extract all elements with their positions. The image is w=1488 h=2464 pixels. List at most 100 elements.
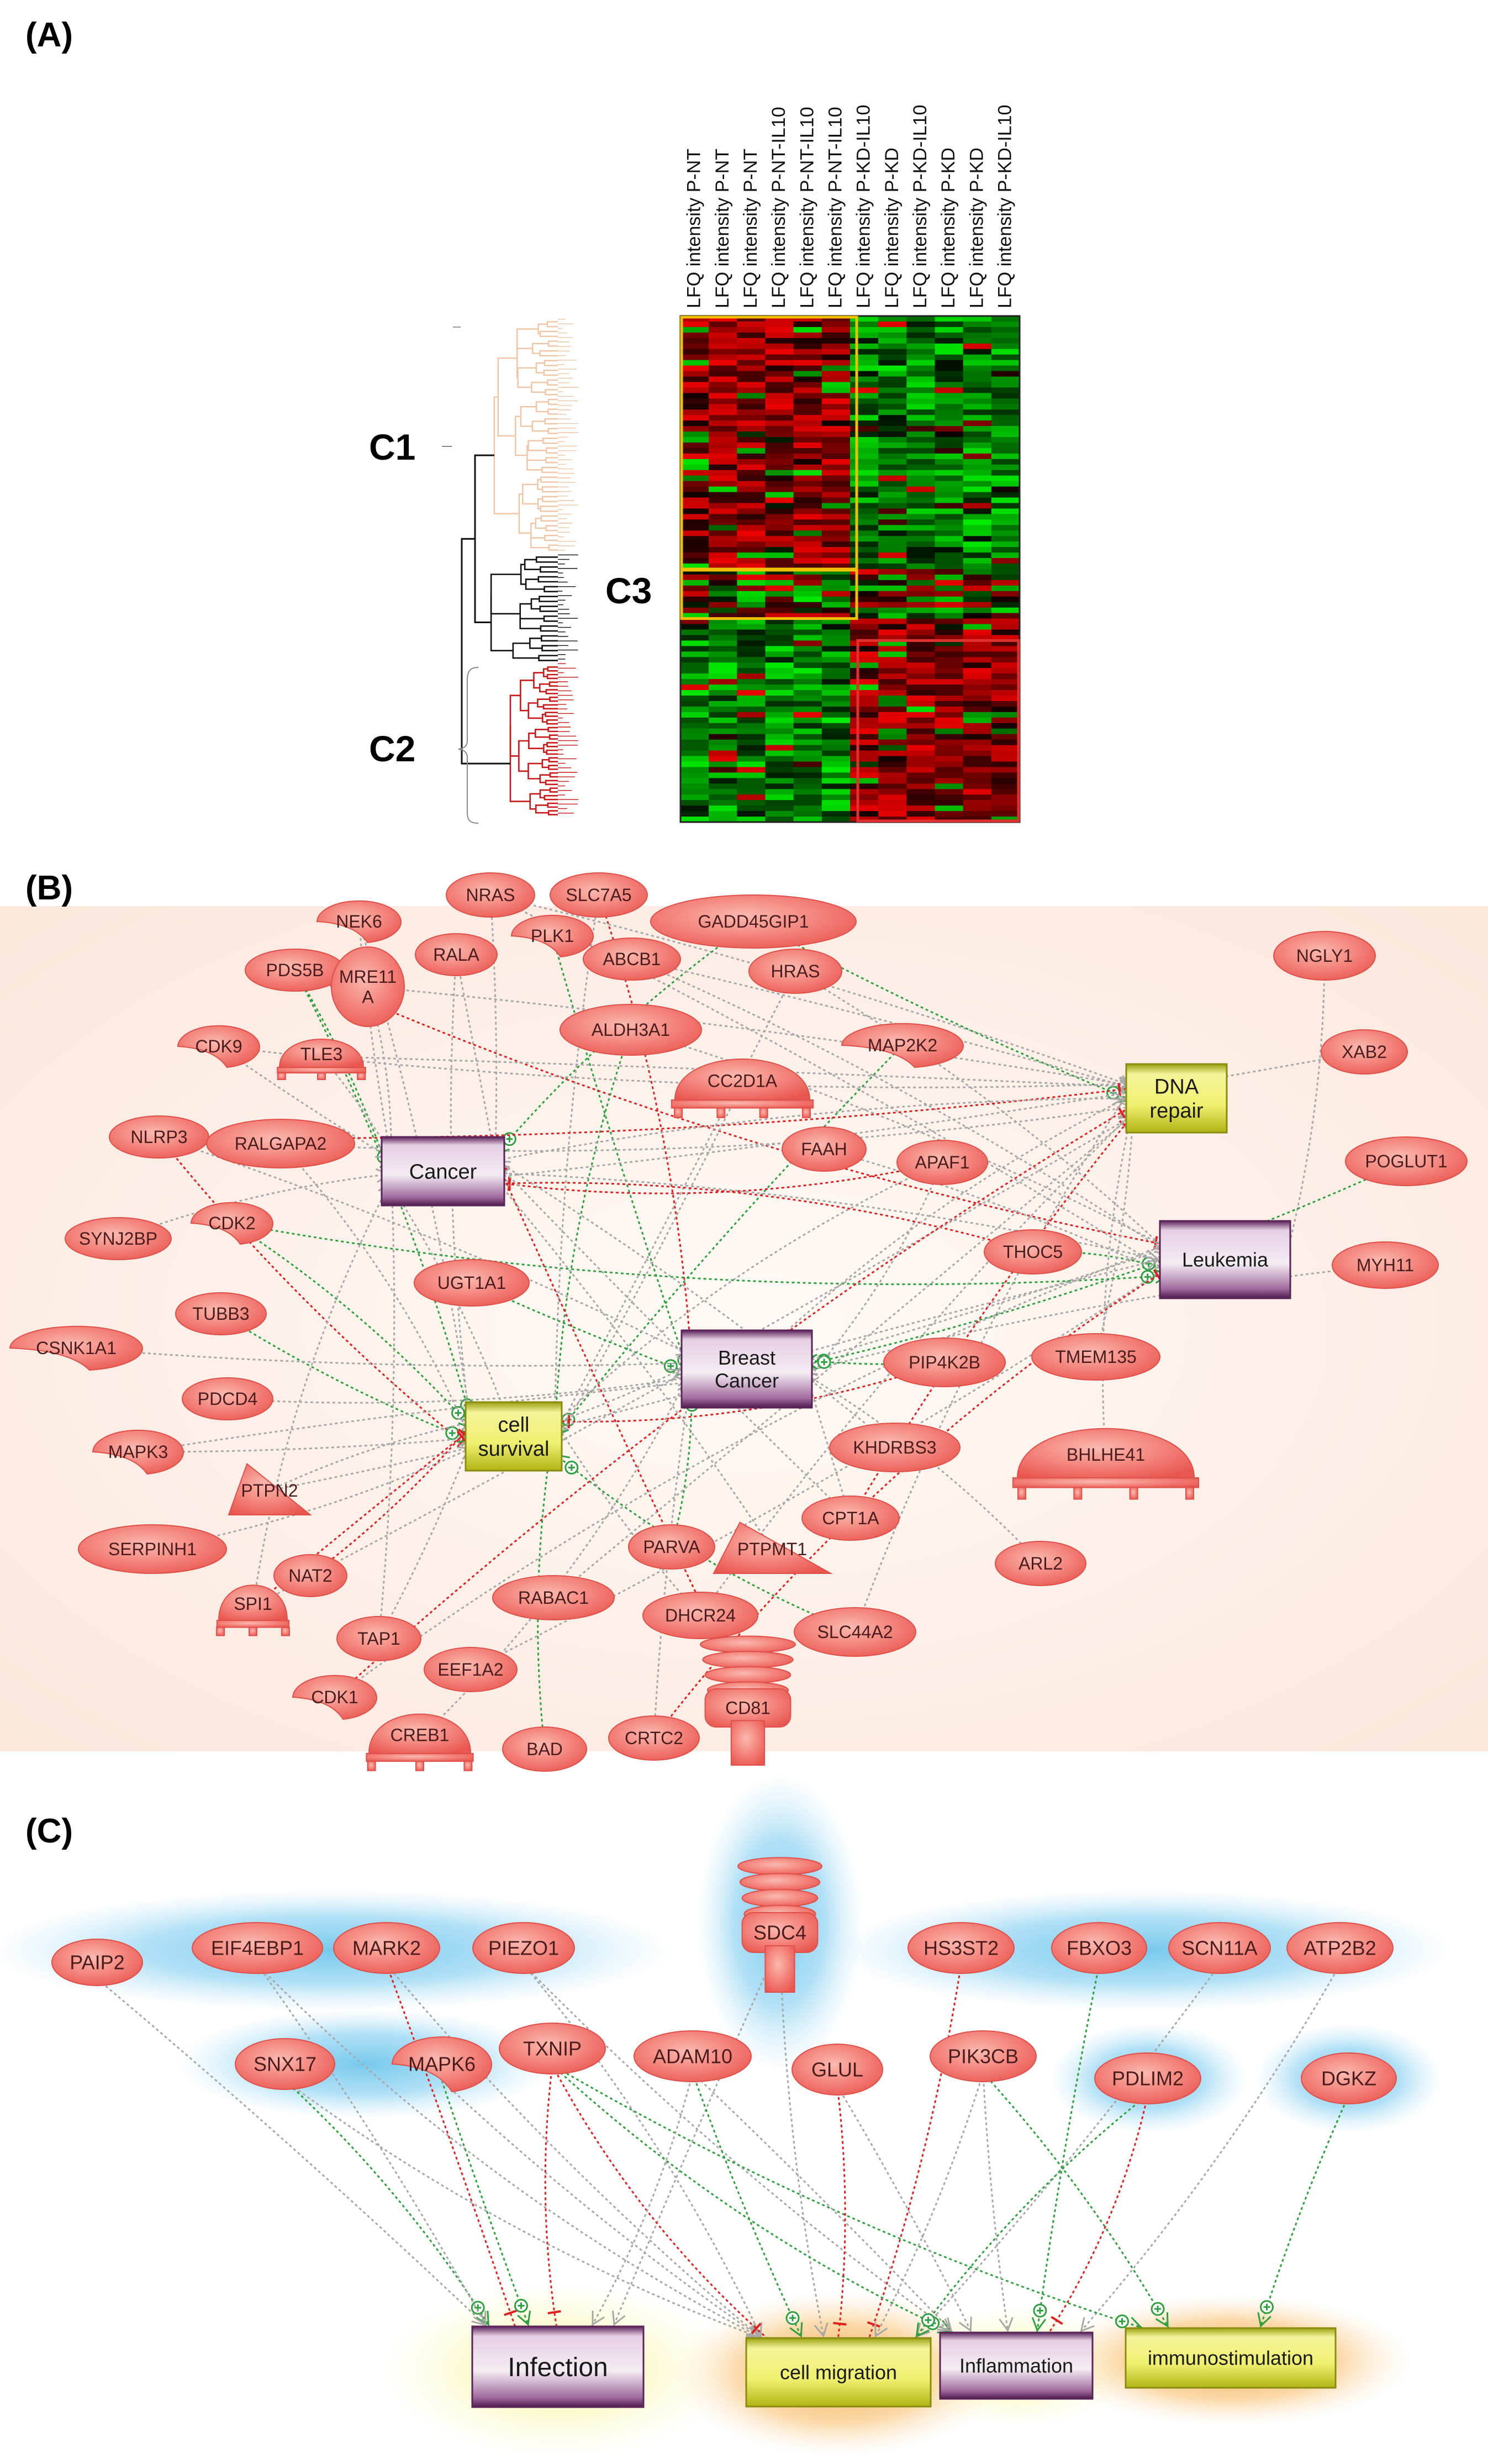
dendrogram-branch — [547, 666, 558, 672]
heatmap-cell — [680, 783, 709, 789]
heatmap-cell — [963, 712, 992, 718]
gene-node-bad[interactable]: BAD — [502, 1726, 587, 1772]
heatmap-cell — [906, 382, 936, 388]
gene-node-synj2bp[interactable]: SYNJ2BP — [65, 1217, 172, 1260]
gene-node-nlrp3[interactable]: NLRP3 — [109, 1115, 209, 1159]
heatmap-cell — [680, 338, 709, 344]
gene-node-pds5b[interactable]: PDS5B — [245, 949, 345, 992]
hub-node-inflammation[interactable]: Inflammation — [939, 2331, 1094, 2400]
gene-node-pdcd4[interactable]: PDCD4 — [182, 1377, 273, 1420]
gene-node-eif4ebp1[interactable]: EIF4EBP1 — [192, 1922, 323, 1974]
gene-node-thoc5[interactable]: THOC5 — [984, 1229, 1082, 1275]
gene-node-abcb1[interactable]: ABCB1 — [583, 938, 681, 981]
gene-node-crtc2[interactable]: CRTC2 — [608, 1715, 700, 1761]
gene-node-hs3st2[interactable]: HS3ST2 — [907, 1922, 1015, 1974]
gene-node-nras[interactable]: NRAS — [446, 872, 535, 918]
dendrogram-branch — [548, 734, 558, 740]
gene-node-mark2[interactable]: MARK2 — [333, 1922, 440, 1974]
gene-node-txnip[interactable]: TXNIP — [499, 2023, 606, 2075]
heatmap-cell — [680, 437, 709, 443]
gene-node-tubb3[interactable]: TUBB3 — [175, 1292, 267, 1335]
gene-node-csnk1a1[interactable]: CSNK1A1 — [9, 1325, 143, 1371]
hub-node-migration[interactable]: cell migration — [745, 2337, 932, 2408]
gene-node-poglut1[interactable]: POGLUT1 — [1345, 1136, 1468, 1186]
gene-node-glul[interactable]: GLUL — [792, 2044, 883, 2096]
heatmap-cell — [821, 437, 851, 443]
gene-node-xab2[interactable]: XAB2 — [1321, 1029, 1408, 1075]
gene-node-ptpn2[interactable]: PTPN2 — [228, 1462, 312, 1515]
dendrogram-branch — [522, 483, 539, 505]
gene-node-slc7a5[interactable]: SLC7A5 — [550, 872, 648, 918]
heatmap-cell — [963, 475, 992, 482]
heatmap-cell — [906, 651, 936, 657]
gene-node-dgkz[interactable]: DGKZ — [1301, 2052, 1397, 2104]
gene-node-pip4k2b[interactable]: PIP4K2B — [883, 1338, 1006, 1387]
gene-node-ugt1a1[interactable]: UGT1A1 — [414, 1259, 530, 1307]
gene-node-snx17[interactable]: SNX17 — [235, 2038, 335, 2090]
gene-node-ngly1[interactable]: NGLY1 — [1273, 931, 1376, 981]
gene-node-nek6[interactable]: NEK6 — [316, 900, 402, 944]
gene-node-pik3cb[interactable]: PIK3CB — [930, 2030, 1037, 2082]
gene-node-tmem135[interactable]: TMEM135 — [1031, 1333, 1160, 1381]
gene-node-adam10[interactable]: ADAM10 — [634, 2030, 752, 2082]
gene-node-faah[interactable]: FAAH — [782, 1126, 867, 1172]
gene-node-fbxo3[interactable]: FBXO3 — [1051, 1922, 1147, 1974]
gene-node-scn11a[interactable]: SCN11A — [1168, 1922, 1271, 1974]
gene-node-khdrbs3[interactable]: KHDRBS3 — [829, 1423, 961, 1472]
gene-node-ralgapa2[interactable]: RALGAPA2 — [206, 1119, 355, 1168]
gene-node-dhcr24[interactable]: DHCR24 — [642, 1592, 758, 1639]
gene-node-map2k2[interactable]: MAP2K2 — [841, 1023, 964, 1068]
hub-node-immuno[interactable]: immunostimulation — [1125, 2327, 1337, 2389]
hub-node-cancer[interactable]: Cancer — [381, 1136, 505, 1207]
gene-node-myh11[interactable]: MYH11 — [1332, 1241, 1439, 1289]
heatmap-cell — [906, 525, 936, 531]
gene-node-atp2b2[interactable]: ATP2B2 — [1286, 1922, 1394, 1974]
gene-node-piezo1[interactable]: PIEZO1 — [472, 1922, 575, 1974]
gene-node-cpt1a[interactable]: CPT1A — [801, 1496, 900, 1541]
gene-node-serpinh1[interactable]: SERPINH1 — [78, 1524, 227, 1574]
hub-node-infection[interactable]: Infection — [471, 2325, 645, 2408]
heatmap-cell — [963, 321, 992, 328]
gene-node-ccnd1[interactable]: CC2D1A — [671, 1059, 814, 1118]
gene-node-ptpmt1[interactable]: PTPMT1 — [713, 1521, 833, 1574]
gene-node-hras[interactable]: HRAS — [748, 949, 842, 994]
gene-node-rabac1[interactable]: RABAC1 — [492, 1575, 615, 1620]
gene-node-apaf1[interactable]: APAF1 — [896, 1140, 988, 1185]
gene-node-arl2[interactable]: ARL2 — [995, 1541, 1086, 1586]
heatmap-cell — [765, 607, 794, 614]
gene-node-rala[interactable]: RALA — [415, 933, 498, 976]
gene-node-mapk6[interactable]: MAPK6 — [391, 2036, 492, 2093]
gene-node-mapk3[interactable]: MAPK3 — [92, 1429, 184, 1475]
heatmap-cell — [737, 382, 766, 388]
gene-node-spi1[interactable]: SPI1 — [216, 1584, 290, 1636]
gene-node-gadd45gip1[interactable]: GADD45GIP1 — [650, 894, 857, 949]
heatmap-cell — [906, 398, 936, 404]
gene-node-cd81[interactable]: CD81 — [700, 1635, 796, 1766]
gene-node-slc44a2[interactable]: SLC44A2 — [794, 1607, 916, 1657]
hub-node-leukemia[interactable]: Leukemia — [1159, 1220, 1291, 1299]
gene-node-pdlim2[interactable]: PDLIM2 — [1094, 2052, 1201, 2104]
heatmap-cell — [680, 629, 709, 636]
gene-node-creb1[interactable]: CREB1 — [366, 1713, 474, 1771]
gene-node-eef1a2[interactable]: EEF1A2 — [424, 1647, 518, 1692]
gene-node-aldh3a1[interactable]: ALDH3A1 — [560, 1004, 702, 1056]
gene-node-nat2[interactable]: NAT2 — [273, 1554, 347, 1597]
network-edge — [138, 1381, 692, 1453]
gene-node-tle3[interactable]: TLE3 — [277, 1039, 366, 1080]
gene-node-parva[interactable]: PARVA — [628, 1524, 715, 1570]
gene-node-paip2[interactable]: PAIP2 — [51, 1939, 143, 1986]
gene-node-cdk1[interactable]: CDK1 — [292, 1675, 377, 1720]
heatmap-cell — [906, 761, 936, 768]
gene-node-tap1[interactable]: TAP1 — [336, 1616, 421, 1661]
gene-node-plk1[interactable]: PLK1 — [510, 914, 594, 958]
dendrogram-branch — [509, 725, 530, 802]
gene-node-bhlhe41[interactable]: BHLHE41 — [1012, 1428, 1199, 1500]
gene-node-cdk2[interactable]: CDK2 — [190, 1202, 273, 1245]
heatmap-cell — [850, 805, 879, 812]
gene-node-sdc4[interactable]: SDC4 — [737, 1857, 822, 1993]
gene-node-cdk9[interactable]: CDK9 — [177, 1025, 260, 1068]
